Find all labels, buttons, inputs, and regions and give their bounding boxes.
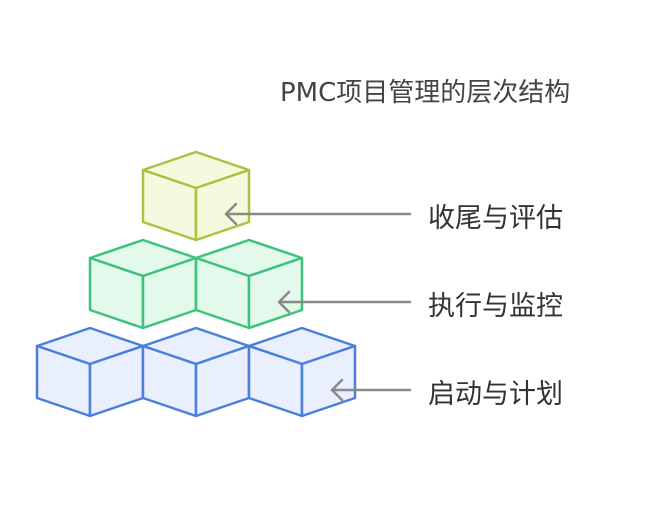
cube-pyramid: [35, 150, 357, 418]
arrow-0: [224, 202, 412, 226]
cube-level-1-0: [88, 238, 198, 330]
cube-level-2-0: [35, 326, 145, 418]
arrows-group: [224, 202, 412, 402]
cube-level-0-0: [141, 150, 251, 242]
label-initiation-planning: 启动与计划: [428, 379, 563, 410]
cube-level-2-2: [247, 326, 357, 418]
cube-level-1-1: [194, 238, 304, 330]
arrow-1: [277, 290, 412, 314]
cube-level-2-1: [141, 326, 251, 418]
arrow-2: [330, 378, 412, 402]
diagram-title: PMC项目管理的层次结构: [280, 78, 571, 108]
label-closing-evaluation: 收尾与评估: [428, 203, 563, 234]
label-execution-monitoring: 执行与监控: [428, 291, 563, 322]
